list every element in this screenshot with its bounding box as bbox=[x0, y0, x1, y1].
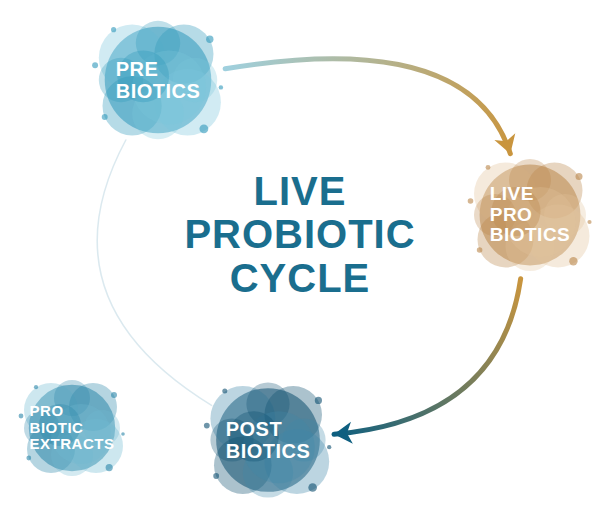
bubble-dot bbox=[206, 36, 213, 43]
node-label: LIVE PRO BIOTICS bbox=[490, 184, 571, 247]
bubble-dot bbox=[213, 473, 219, 479]
bubble-dot bbox=[587, 220, 591, 224]
bubble-dot bbox=[468, 198, 474, 204]
bubble-dot bbox=[92, 62, 98, 68]
bubble-cluster: POST BIOTICS bbox=[196, 368, 340, 512]
node-label: POST BIOTICS bbox=[226, 418, 311, 462]
bubble-dot bbox=[19, 414, 24, 419]
bubble-dot bbox=[102, 114, 108, 120]
bubble-cluster: PRO BIOTIC EXTRACTS bbox=[12, 368, 132, 488]
bubble-cluster: LIVE PRO BIOTICS bbox=[460, 145, 600, 285]
bubble-dot bbox=[576, 173, 583, 180]
bubble-dot bbox=[111, 392, 117, 398]
bubble-dot bbox=[26, 456, 31, 461]
bubble-dot bbox=[106, 464, 113, 471]
bubble-dot bbox=[308, 483, 317, 492]
bubble-cluster: PRE BIOTICS bbox=[84, 6, 232, 154]
bubble-dot bbox=[222, 389, 227, 394]
diagram-title: LIVE PROBIOTIC CYCLE bbox=[184, 170, 415, 300]
bubble-dot bbox=[34, 385, 38, 389]
bubble-dot bbox=[111, 27, 116, 32]
bubble-dot bbox=[204, 423, 210, 429]
bubble-dot bbox=[569, 257, 577, 265]
bubble-dot bbox=[315, 397, 322, 404]
bubble-dot bbox=[477, 247, 483, 253]
bubble-dot bbox=[219, 85, 223, 89]
bubble-dot bbox=[327, 445, 331, 449]
cycle-arrow bbox=[225, 59, 510, 154]
node-label: PRE BIOTICS bbox=[116, 58, 201, 102]
node-label: PRO BIOTIC EXTRACTS bbox=[30, 403, 115, 453]
bubble-dot bbox=[486, 165, 491, 170]
cycle-arrow bbox=[334, 279, 521, 435]
bubble-dot bbox=[121, 432, 125, 436]
cycle-arrow bbox=[97, 140, 211, 405]
bubble-dot bbox=[199, 124, 208, 133]
